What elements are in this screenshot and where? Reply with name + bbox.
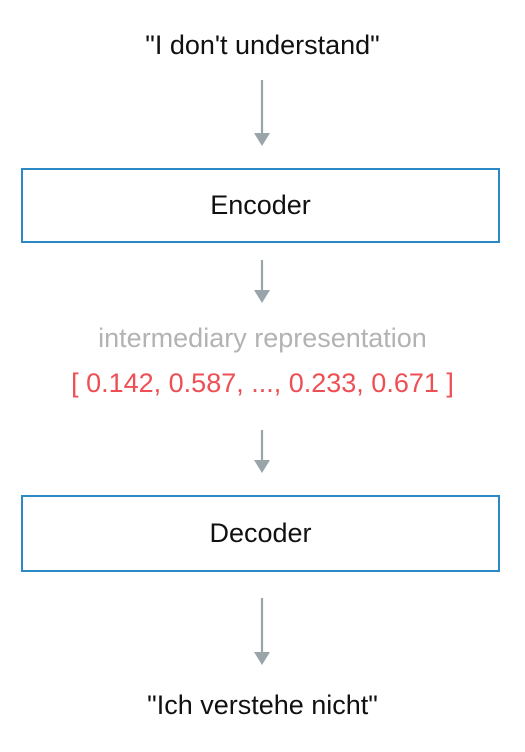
vector-values: [ 0.142, 0.587, ..., 0.233, 0.671 ] bbox=[71, 368, 454, 398]
output-sentence: "Ich verstehe nicht" bbox=[147, 690, 378, 720]
arrow-down-icon bbox=[254, 260, 270, 303]
arrow-down-icon bbox=[254, 80, 270, 146]
encoder-box: Encoder bbox=[21, 168, 500, 243]
input-sentence: "I don't understand" bbox=[145, 30, 380, 60]
decoder-box: Decoder bbox=[21, 495, 500, 572]
intermediary-representation-label: intermediary representation bbox=[98, 323, 427, 353]
arrow-down-icon bbox=[254, 598, 270, 665]
encoder-label: Encoder bbox=[210, 190, 311, 220]
decoder-label: Decoder bbox=[209, 518, 312, 548]
arrow-down-icon bbox=[254, 430, 270, 473]
